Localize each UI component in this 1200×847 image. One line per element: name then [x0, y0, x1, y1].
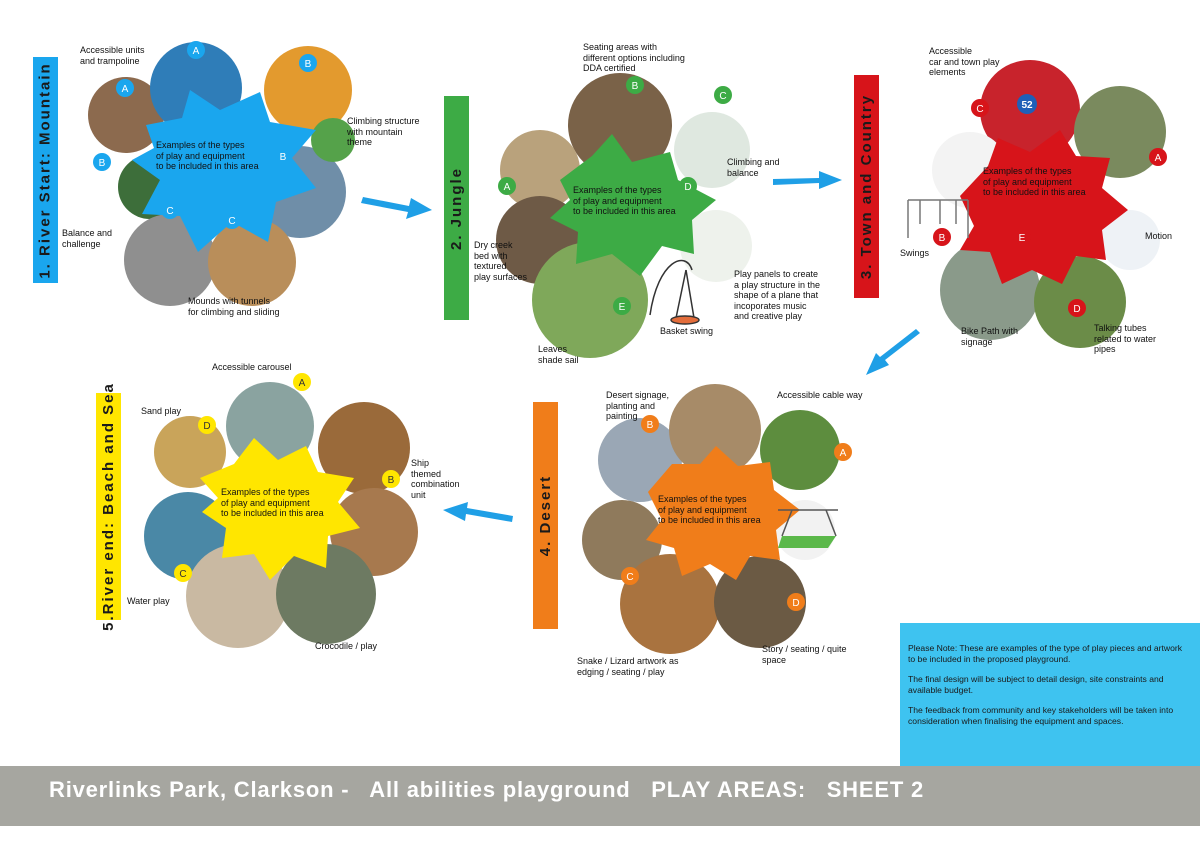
area-description: Examples of the types of play and equipm… [983, 166, 1086, 197]
footer-banner: Riverlinks Park, Clarkson - All abilitie… [0, 766, 1200, 826]
label-leaves-shade-sail: Leaves shade sail [538, 344, 579, 365]
area-description: Examples of the types of play and equipm… [658, 494, 761, 525]
label-climbing-structure: Climbing structure with mountain theme [347, 116, 420, 147]
badge-d: D [792, 598, 799, 609]
mountain-cluster: A A B B B C C [88, 41, 355, 306]
car-number: 52 [1021, 100, 1033, 111]
label-water-play: Water play [127, 596, 170, 606]
area-description: Examples of the types of play and equipm… [573, 185, 676, 216]
beach-cluster: A D B C [144, 373, 418, 648]
badge-b: B [305, 59, 312, 70]
badges: A D B C [174, 373, 400, 582]
badge-c: C [228, 216, 235, 227]
badge-c: C [179, 569, 186, 580]
beach-star [200, 438, 360, 580]
badges: B C A D E [498, 76, 732, 315]
badge-d: D [1073, 304, 1080, 315]
label-swings: Swings [900, 248, 930, 258]
badge-c: C [166, 206, 173, 217]
badge-c: C [719, 91, 726, 102]
badge-b: B [99, 158, 106, 169]
town-cluster: C A B E D 52 [907, 60, 1167, 348]
play-area-desert: B A C D Examples of the types of play an… [570, 380, 890, 680]
note-paragraph: Please Note: These are examples of the t… [908, 643, 1183, 664]
badge-a: A [504, 182, 511, 193]
label-seating-areas: Seating areas with different options inc… [583, 42, 685, 73]
play-area-mountain: A A B B B C C Examples of the types of p… [62, 30, 430, 330]
flow-arrow-1 [361, 197, 432, 219]
area-bar-town: 3. Town and Country [854, 75, 879, 298]
badges: A A B B B C C [93, 41, 317, 229]
badges: B A C D [621, 415, 852, 611]
cable-way-icon [778, 509, 838, 548]
photo-circles [582, 384, 840, 654]
badge-d: D [684, 182, 691, 193]
badge-a: A [193, 46, 200, 57]
badge-b: B [647, 420, 654, 431]
badge-a: A [840, 448, 847, 459]
label-story-seating: Story / seating / quite space [762, 644, 847, 665]
badge-c: C [976, 104, 983, 115]
car-number-badge: 52 [1017, 94, 1037, 114]
label-balance-challenge: Balance and challenge [62, 228, 113, 249]
jungle-cluster: B C A D E [496, 73, 752, 358]
badge-a: A [1155, 153, 1162, 164]
label-accessible-cable-way: Accessible cable way [777, 390, 863, 400]
label-bike-path: Bike Path with signage [961, 326, 1019, 347]
badge-e: E [619, 302, 626, 313]
play-area-jungle: B C A D E Examples of the types of play … [474, 40, 840, 365]
play-area-beach: A D B C Examples of the types of play an… [127, 360, 460, 660]
label-snake-lizard: Snake / Lizard artwork as edging / seati… [577, 656, 679, 677]
badge-a: A [122, 84, 129, 95]
jungle-star [550, 134, 716, 276]
flow-arrow-2 [773, 171, 842, 189]
label-accessible-units: Accessible units and trampoline [80, 45, 145, 66]
sheet-title: Riverlinks Park, Clarkson - All abilitie… [49, 777, 925, 802]
photo-circles [496, 73, 752, 358]
label-motion: Motion [1145, 231, 1173, 241]
label-sand-play: Sand play [141, 406, 182, 416]
label-basket-swing: Basket swing [660, 326, 714, 336]
label-crocodile: Crocodile / play [315, 641, 378, 651]
label-accessible-carousel: Accessible carousel [212, 362, 292, 372]
area-description: Examples of the types of play and equipm… [221, 487, 324, 518]
desert-cluster: B A C D [582, 384, 852, 654]
label-ship-themed: Ship themed combination unit [411, 458, 460, 500]
badge-a: A [299, 378, 306, 389]
town-star [960, 130, 1128, 284]
label-play-panels: Play panels to create a play structure i… [734, 269, 821, 321]
swings-icon [907, 199, 969, 238]
badge-b: B [632, 81, 639, 92]
note-paragraph: The feedback from community and key stak… [908, 705, 1174, 726]
please-note-box: Please Note: These are examples of the t… [900, 623, 1200, 766]
badge-b: B [280, 152, 287, 163]
basket-swing-icon [649, 259, 700, 325]
area-bar-mountain: 1. River Start: Mountain [33, 57, 58, 283]
note-paragraph: The final design will be subject to deta… [908, 674, 1164, 695]
flow-arrow-4 [443, 502, 513, 522]
badge-d: D [203, 421, 210, 432]
play-area-town: C A B E D 52 Examples of the types of pl… [880, 40, 1200, 360]
label-desert-signage: Desert signage, planting and painting [606, 390, 670, 421]
label-dry-creek: Dry creek bed with textured play surface… [474, 240, 528, 282]
area-description: Examples of the types of play and equipm… [156, 140, 259, 171]
flow-arrow-3 [866, 329, 920, 375]
label-climbing-balance: Climbing and balance [727, 157, 780, 178]
badge-b: B [388, 475, 395, 486]
badge-e: E [1019, 233, 1026, 244]
area-bar-jungle: 2. Jungle [444, 96, 469, 320]
label-accessible-car: Accessible car and town play elements [929, 46, 1000, 77]
label-mounds-tunnels: Mounds with tunnels for climbing and sli… [188, 296, 280, 317]
label-talking-tubes: Talking tubes related to water pipes [1094, 323, 1157, 354]
badge-b: B [939, 233, 946, 244]
badges: C A B E D [933, 99, 1167, 317]
badge-c: C [626, 572, 633, 583]
area-bar-desert: 4. Desert [533, 402, 558, 629]
area-bar-beach: 5.River end: Beach and Sea [96, 382, 121, 631]
desert-star [646, 446, 800, 580]
